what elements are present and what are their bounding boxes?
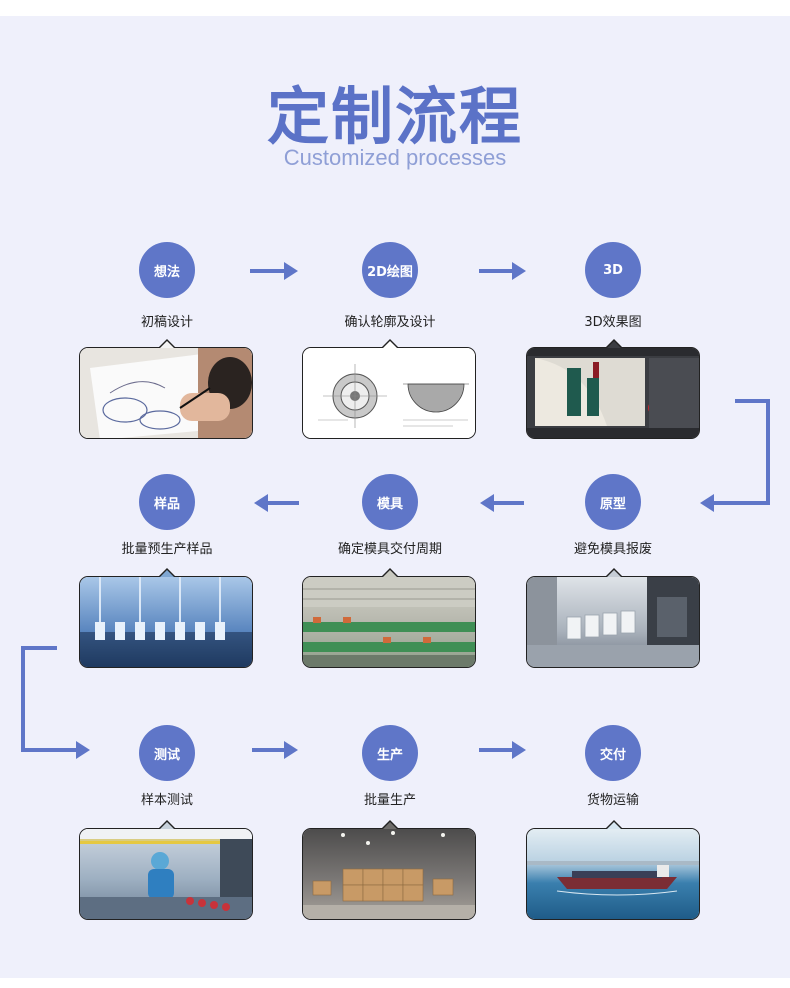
factory-floor-photo xyxy=(302,568,476,668)
arrow-right-icon xyxy=(479,741,526,759)
cargo-ship-photo xyxy=(526,820,700,920)
step-circle-delivery: 交付 xyxy=(585,725,641,781)
step-circle-3d: 3D xyxy=(585,242,641,298)
step-caption-sample: 批量预生产样品 xyxy=(121,542,213,557)
step-caption-idea: 初稿设计 xyxy=(140,315,193,330)
step-circle-idea: 想法 xyxy=(139,242,195,298)
arrow-right-icon xyxy=(252,741,298,759)
step-caption-production: 批量生产 xyxy=(363,793,416,808)
step-caption-2d-drawing: 确认轮廓及设计 xyxy=(344,315,436,330)
worker-testing-photo xyxy=(79,820,253,920)
page-title: 定制流程 xyxy=(266,80,523,153)
step-circle-production: 生产 xyxy=(362,725,418,781)
step-caption-mold: 确定模具交付周期 xyxy=(337,542,442,557)
arrow-left-icon xyxy=(480,494,524,512)
production-line-photo xyxy=(79,568,253,668)
connector-arrow-right-side xyxy=(700,399,770,512)
sketch-drawing-photo xyxy=(79,339,253,439)
2d-technical-drawing xyxy=(302,339,476,439)
arrow-right-icon xyxy=(479,262,526,280)
prototype-machine-photo xyxy=(526,568,700,668)
step-circle-mold: 模具 xyxy=(362,474,418,530)
step-caption-prototype: 避免模具报废 xyxy=(573,542,652,557)
3d-render-software-screenshot xyxy=(526,339,700,439)
step-circle-sample: 样品 xyxy=(139,474,195,530)
arrow-right-icon xyxy=(250,262,298,280)
warehouse-boxes-photo xyxy=(302,820,476,920)
step-circle-test: 测试 xyxy=(139,725,195,781)
arrow-left-icon xyxy=(254,494,299,512)
step-caption-delivery: 货物运输 xyxy=(586,793,639,808)
step-circle-2d-drawing: 2D绘图 xyxy=(362,242,418,298)
step-circle-prototype: 原型 xyxy=(585,474,641,530)
step-caption-test: 样本测试 xyxy=(140,793,193,808)
step-caption-3d: 3D效果图 xyxy=(584,315,642,330)
connector-arrow-left-side xyxy=(21,646,90,759)
page-subtitle: Customized processes xyxy=(283,145,507,170)
